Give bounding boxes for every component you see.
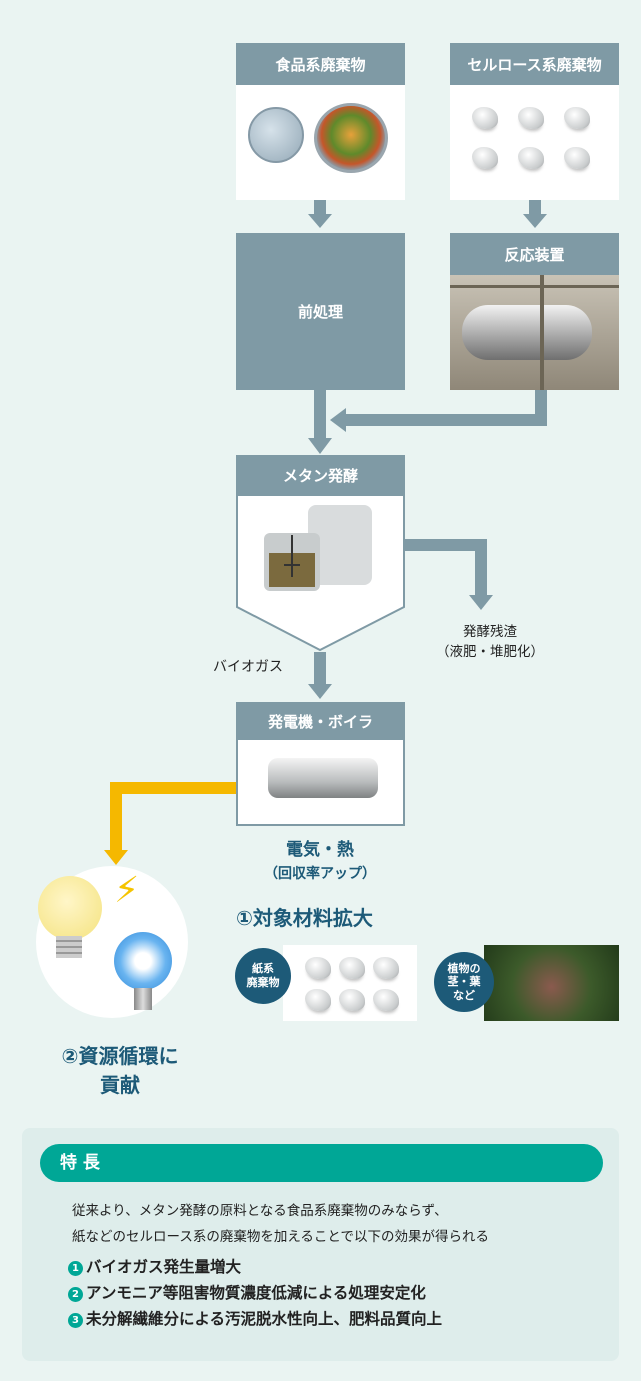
number-badge: 3 [68,1313,83,1328]
generator-icon [268,758,378,798]
biogas-label: バイオガス [213,659,283,675]
reactor-tank-icon [462,305,592,360]
pretreatment-box: 前処理 [236,233,405,390]
reactor-image [450,275,619,390]
description-line1: 従来より、メタン発酵の原料となる食品系廃棄物のみならず、 [72,1203,448,1219]
arrow-down-icon [523,214,547,228]
residue-line2: （液肥・堆肥化） [436,644,544,660]
food-waste-image [236,85,405,200]
arrow-down-icon [308,438,332,454]
output-label: 電気・熱 （回収率アップ） [240,838,400,886]
recycle-contribution-label: ②資源循環に 貢献 [20,1042,220,1100]
feature-text: バイオガス発生量増大 [86,1258,242,1276]
food-scraps-pot-icon [314,103,388,173]
arrow-shaft [475,539,487,597]
output-line1: 電気・熱 [286,840,354,860]
arrow-down-icon [104,850,128,865]
energy-arrow [110,782,236,794]
description-line2: 紙などのセルロース系の廃棄物を加えることで以下の効果が得られる [72,1229,490,1245]
paper-waste-image [283,945,417,1021]
features-description: 従来より、メタン発酵の原料となる食品系廃棄物のみならず、 紙などのセルロース系の… [72,1198,489,1250]
expand-materials-title: ①対象材料拡大 [236,906,373,930]
recycle-line2: 貢献 [100,1073,140,1097]
feature-text: 未分解繊維分による汚泥脱水性向上、肥料品質向上 [86,1310,443,1328]
plant-stems-image [484,945,619,1021]
methane-fermentation-header: メタン発酵 [236,455,405,495]
output-line2: （回収率アップ） [264,866,376,882]
crumpled-paper-image [450,85,619,200]
energy-illustration: ⚡ [36,866,188,1018]
arrow-shaft [314,652,326,686]
cellulose-waste-header: セルロース系廃棄物 [450,43,619,85]
number-badge: 2 [68,1287,83,1302]
generator-image [236,740,405,826]
food-waste-header: 食品系廃棄物 [236,43,405,85]
gas-flame-icon [114,932,172,990]
arrow-down-icon [308,214,332,228]
features-panel: 特 長 従来より、メタン発酵の原料となる食品系廃棄物のみならず、 紙などのセルロ… [22,1128,619,1361]
arrow-shaft [314,390,326,438]
arrow-shaft [529,200,541,214]
plant-stems-badge: 植物の 茎・葉 など [434,952,494,1012]
energy-arrow-shaft [110,782,122,852]
residue-label: 発酵残渣 （液肥・堆肥化） [415,622,565,662]
light-bulb-icon [38,876,102,940]
arrow-shaft [345,414,547,426]
arrow-left-icon [330,408,346,432]
arrow-down-icon [308,684,332,699]
recycle-line1: ②資源循環に [61,1044,179,1068]
feature-text: アンモニア等阻害物質濃度低減による処理安定化 [86,1284,426,1302]
reactor-header: 反応装置 [450,233,619,275]
pot-lid-icon [248,107,304,163]
arrow-down-icon [469,595,493,610]
residue-line1: 発酵残渣 [463,624,517,640]
number-badge: 1 [68,1261,83,1276]
arrow-shaft [405,539,487,551]
paper-waste-badge: 紙系 廃棄物 [235,948,291,1004]
features-title: 特 長 [40,1144,603,1182]
arrow-shaft [314,200,326,214]
generator-header: 発電機・ボイラ [236,702,405,740]
lightning-icon: ⚡ [114,870,140,911]
fermentation-tank-panel [236,495,405,652]
